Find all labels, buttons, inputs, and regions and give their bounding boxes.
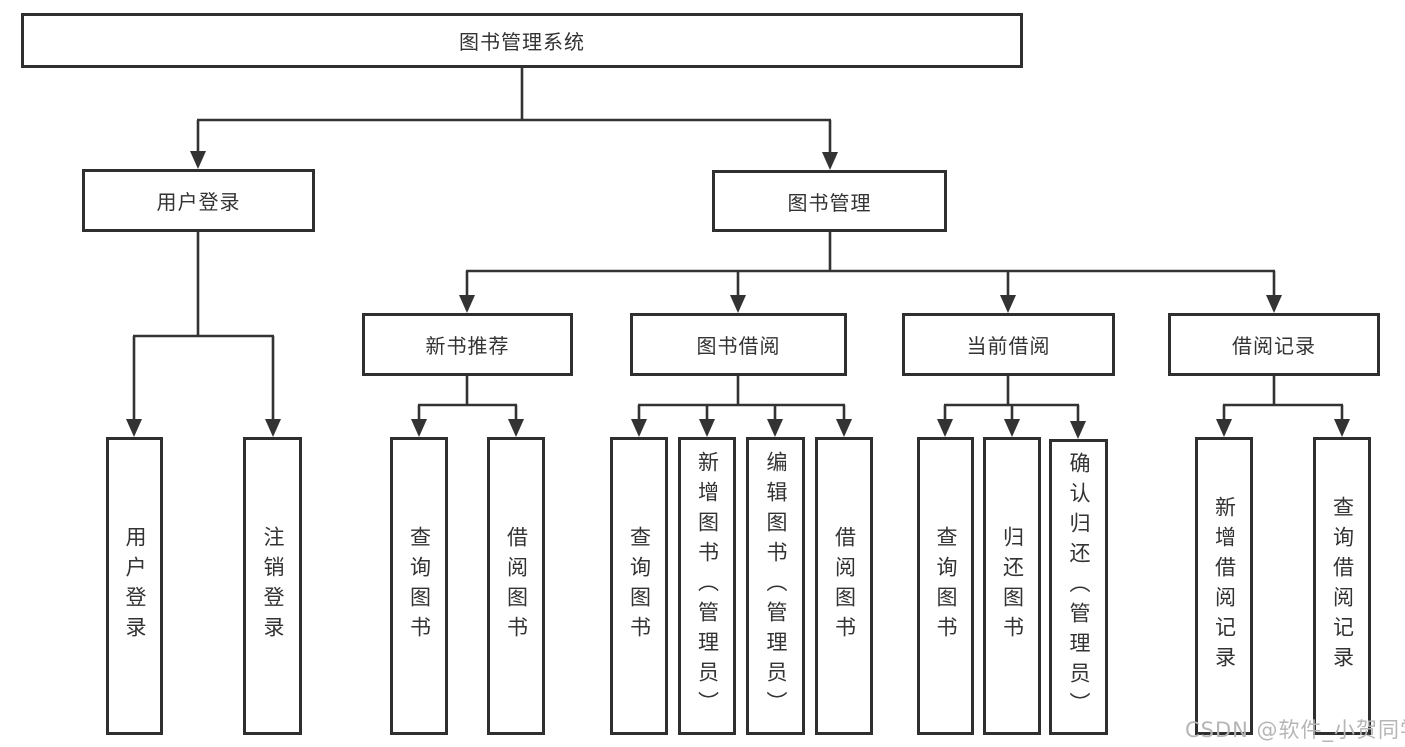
node-return-books: 归还图书	[983, 437, 1041, 735]
node-label: 编辑图书（管理员）	[764, 451, 788, 721]
node-query-borrow-record: 查询借阅记录	[1313, 437, 1371, 735]
node-edit-books-admin: 编辑图书（管理员）	[746, 437, 805, 735]
node-borrow-books-borrowing: 借阅图书	[815, 437, 873, 735]
node-label: 确认归还（管理员）	[1067, 452, 1091, 722]
node-label: 查询图书	[627, 526, 652, 646]
node-label: 归还图书	[1000, 526, 1025, 646]
node-borrow-books-recommend: 借阅图书	[487, 437, 545, 735]
node-label: 借阅图书	[832, 526, 857, 646]
node-query-books-borrowing: 查询图书	[610, 437, 668, 735]
node-user-login-action: 用户登录	[106, 437, 163, 735]
node-label: 查询图书	[407, 526, 432, 646]
node-current-borrowing: 当前借阅	[902, 313, 1115, 376]
node-label: 查询图书	[934, 526, 958, 646]
node-root-library-management-system: 图书管理系统	[21, 13, 1023, 68]
csdn-watermark: CSDN @软件_小贺同学	[1185, 718, 1405, 742]
node-label: 借阅图书	[504, 526, 529, 646]
node-label: 新增借阅记录	[1212, 496, 1237, 676]
node-user-login: 用户登录	[82, 169, 315, 232]
node-add-books-admin: 新增图书（管理员）	[678, 437, 736, 735]
node-label: 用户登录	[123, 526, 147, 646]
node-confirm-return-admin: 确认归还（管理员）	[1049, 439, 1108, 735]
node-add-borrow-record: 新增借阅记录	[1195, 437, 1253, 735]
node-logout-action: 注销登录	[243, 437, 302, 735]
node-book-borrowing: 图书借阅	[630, 313, 847, 376]
node-query-books-current: 查询图书	[917, 437, 974, 735]
node-query-books-recommend: 查询图书	[390, 437, 448, 735]
node-label: 查询借阅记录	[1330, 496, 1355, 676]
node-book-management: 图书管理	[712, 170, 947, 232]
node-label: 注销登录	[261, 526, 285, 646]
node-label: 新增图书（管理员）	[695, 451, 720, 721]
node-borrowing-records: 借阅记录	[1168, 313, 1380, 376]
node-new-book-recommend: 新书推荐	[362, 313, 573, 376]
